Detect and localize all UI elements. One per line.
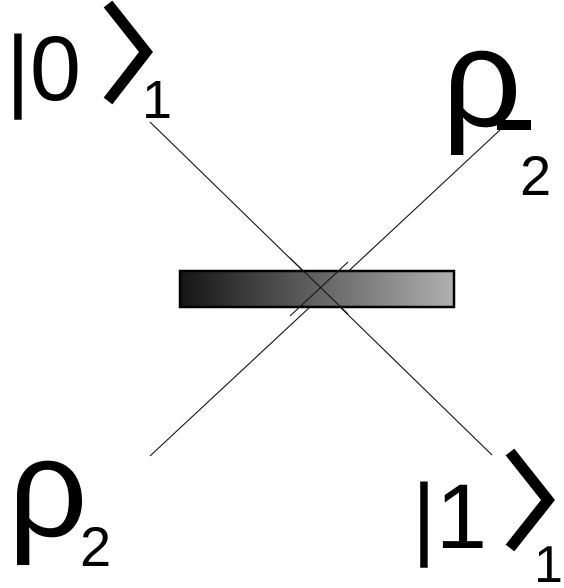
ket-1-angle-bracket <box>505 448 556 552</box>
ket-0-text: |0 <box>6 18 81 120</box>
rho-2-output-symbol: ρ <box>442 0 522 156</box>
beam-crossing-a <box>289 257 349 315</box>
label-rho-2-output: ρ 2 <box>442 0 551 207</box>
rho-2-output-subscript: 2 <box>520 144 551 207</box>
rho-2-input-symbol: ρ <box>8 409 88 566</box>
label-ket-0-mode-1: |0 1 <box>6 0 172 130</box>
beam-crossing-b <box>289 261 349 317</box>
rho-2-input-subscript: 2 <box>80 515 111 578</box>
beam-splitter <box>178 269 456 309</box>
label-ket-1-mode-1: |1 1 <box>412 448 563 588</box>
ket-0-subscript: 1 <box>142 70 172 130</box>
ket-0-angle-bracket <box>103 0 153 105</box>
rho-2-output-bar <box>497 120 531 130</box>
ket-1-text: |1 <box>412 466 487 568</box>
label-rho-2-input: ρ 2 <box>8 409 111 578</box>
ket-1-subscript: 1 <box>534 536 563 588</box>
